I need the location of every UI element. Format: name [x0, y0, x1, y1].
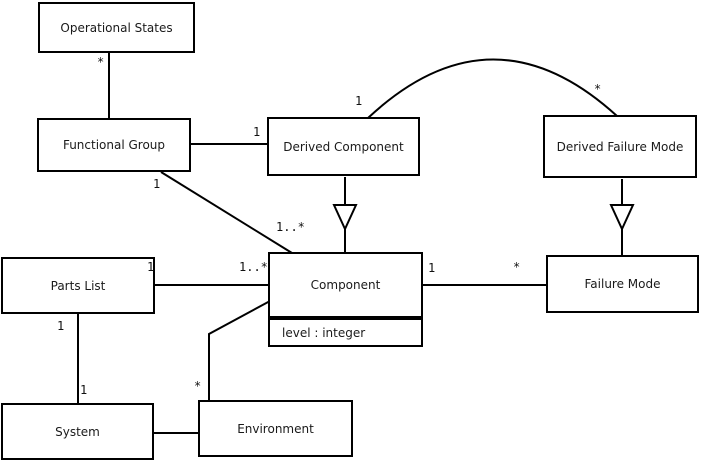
generalization-triangle-icon	[332, 204, 358, 232]
edge-functional-group-component	[160, 171, 293, 254]
class-functional-group: Functional Group	[37, 118, 191, 172]
class-derived-component: Derived Component	[267, 117, 420, 176]
class-name: System	[55, 424, 100, 439]
generalization-triangle-icon	[609, 204, 635, 232]
multiplicity-label: *	[513, 260, 521, 274]
class-component-name-compartment: Component	[268, 252, 423, 318]
multiplicity-label: 1	[253, 125, 261, 139]
class-name: Derived Component	[283, 139, 404, 154]
multiplicity-label: 1	[147, 260, 155, 274]
edge-environment-component	[208, 300, 271, 401]
class-environment: Environment	[198, 400, 353, 457]
class-name: Derived Failure Mode	[556, 139, 684, 154]
class-name: Failure Mode	[584, 277, 661, 291]
edge-derived-component-derived-failure-mode-arc	[367, 58, 618, 119]
class-operational-states: Operational States	[38, 2, 195, 53]
class-name: Environment	[237, 421, 314, 436]
class-system: System	[1, 403, 154, 460]
multiplicity-label: 1	[428, 261, 436, 275]
class-failure-mode: Failure Mode	[546, 255, 699, 313]
class-name: Component	[310, 278, 381, 292]
multiplicity-label: *	[194, 379, 202, 393]
multiplicity-label: 1	[57, 319, 65, 333]
class-component: Component level : integer	[268, 252, 423, 347]
multiplicity-label: 1	[153, 177, 161, 191]
multiplicity-label: 1..*	[239, 260, 268, 274]
class-name: Functional Group	[62, 138, 166, 152]
multiplicity-label: 1	[355, 94, 363, 108]
multiplicity-label: *	[97, 55, 105, 69]
class-derived-failure-mode: Derived Failure Mode	[543, 115, 697, 178]
class-name: Operational States	[60, 20, 173, 35]
multiplicity-label: *	[594, 82, 602, 96]
class-name: Parts List	[50, 278, 106, 293]
multiplicity-label: 1..*	[276, 220, 305, 234]
class-attribute: level : integer	[282, 325, 366, 340]
class-component-attributes-compartment: level : integer	[268, 318, 423, 347]
class-parts-list: Parts List	[1, 257, 155, 314]
multiplicity-label: 1	[80, 383, 88, 397]
